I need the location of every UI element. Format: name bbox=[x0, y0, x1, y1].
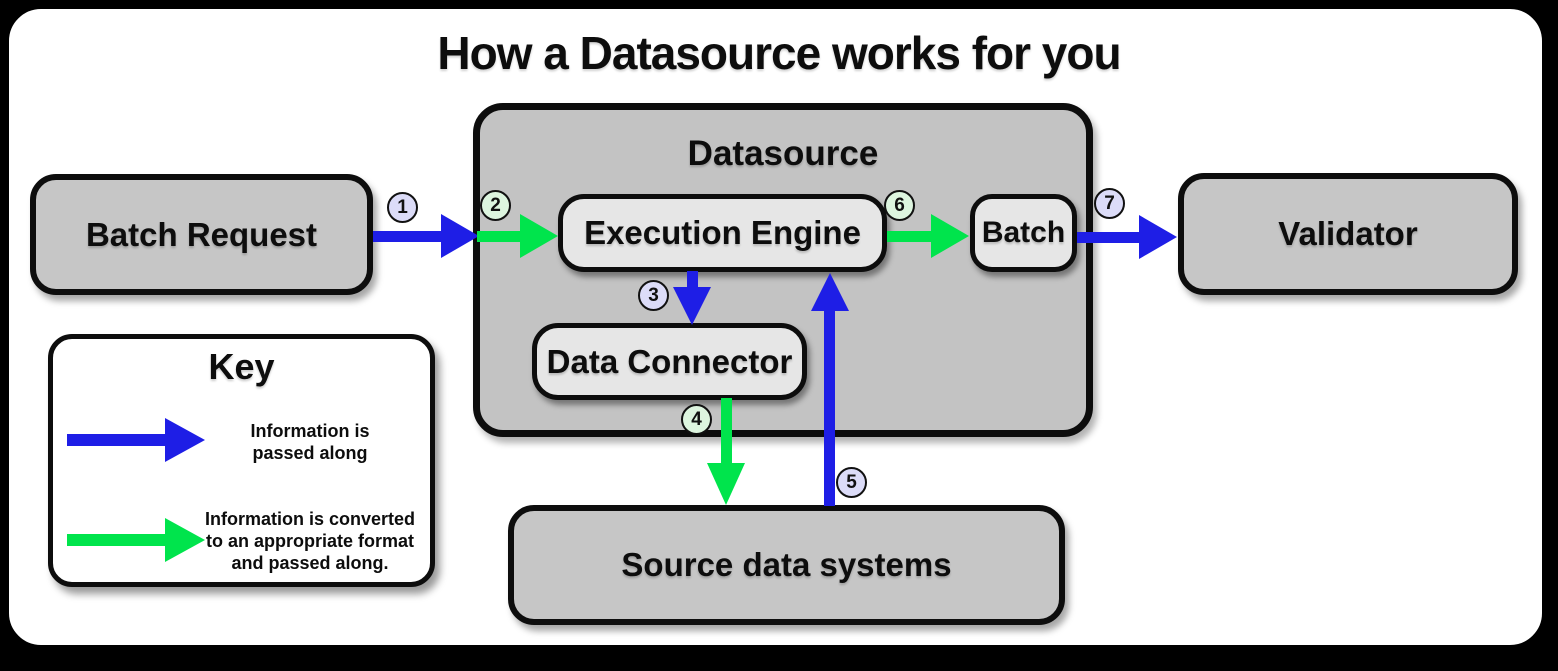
key-convert-line-2: to an appropriate format bbox=[205, 531, 415, 552]
step-badge-5: 5 bbox=[836, 467, 867, 498]
key-green-arrow-icon bbox=[165, 518, 205, 562]
step-badge-4: 4 bbox=[681, 404, 712, 435]
arrow-4-shaft bbox=[721, 398, 732, 465]
key-convert-line-1: Information is converted bbox=[204, 509, 416, 529]
arrow-1-head-icon bbox=[441, 214, 479, 258]
node-batch-label: Batch bbox=[981, 216, 1066, 249]
node-data-connector-label: Data Connector bbox=[546, 342, 793, 380]
key-title: Key bbox=[208, 346, 275, 387]
node-source-data-systems-label: Source data systems bbox=[621, 546, 952, 583]
arrow-6-head-icon bbox=[931, 214, 969, 258]
key-convert-description: Information is converted to an appropria… bbox=[190, 508, 430, 574]
step-badge-3: 3 bbox=[638, 280, 669, 311]
node-data-connector: Data Connector bbox=[532, 323, 807, 400]
arrow-6-shaft bbox=[887, 231, 933, 242]
arrow-4-head-icon bbox=[707, 463, 745, 505]
node-execution-engine: Execution Engine bbox=[558, 194, 887, 272]
node-source-data-systems: Source data systems bbox=[508, 505, 1065, 625]
arrow-7-head-icon bbox=[1139, 215, 1177, 259]
key-green-arrow-shaft bbox=[67, 534, 167, 546]
arrow-2-head-icon bbox=[520, 214, 558, 258]
arrow-1-shaft bbox=[373, 231, 443, 242]
key-pass-description: Information is passed along bbox=[210, 420, 410, 464]
step-badge-6: 6 bbox=[884, 190, 915, 221]
arrow-5-head-icon bbox=[811, 273, 849, 311]
node-batch-request: Batch Request bbox=[30, 174, 373, 295]
key-blue-arrow-icon bbox=[165, 418, 205, 462]
step-badge-7: 7 bbox=[1094, 188, 1125, 219]
key-pass-line-1: Information is bbox=[250, 421, 370, 441]
arrow-2-shaft bbox=[477, 231, 522, 242]
step-badge-1: 1 bbox=[387, 192, 418, 223]
key-blue-arrow-shaft bbox=[67, 434, 167, 446]
step-badge-2: 2 bbox=[480, 190, 511, 221]
arrow-3-shaft bbox=[687, 271, 698, 291]
arrow-7-shaft bbox=[1077, 232, 1141, 243]
arrow-3-head-icon bbox=[673, 287, 711, 325]
node-validator: Validator bbox=[1178, 173, 1518, 295]
arrow-5-shaft bbox=[824, 308, 835, 506]
node-batch: Batch bbox=[970, 194, 1077, 272]
node-validator-label: Validator bbox=[1278, 215, 1418, 252]
node-batch-request-label: Batch Request bbox=[85, 215, 318, 253]
node-execution-engine-label: Execution Engine bbox=[584, 214, 861, 251]
key-convert-line-3: and passed along. bbox=[231, 553, 389, 574]
node-datasource-label: Datasource bbox=[687, 134, 879, 173]
diagram-title: How a Datasource works for you bbox=[437, 27, 1121, 79]
key-pass-line-2: passed along bbox=[252, 443, 368, 464]
